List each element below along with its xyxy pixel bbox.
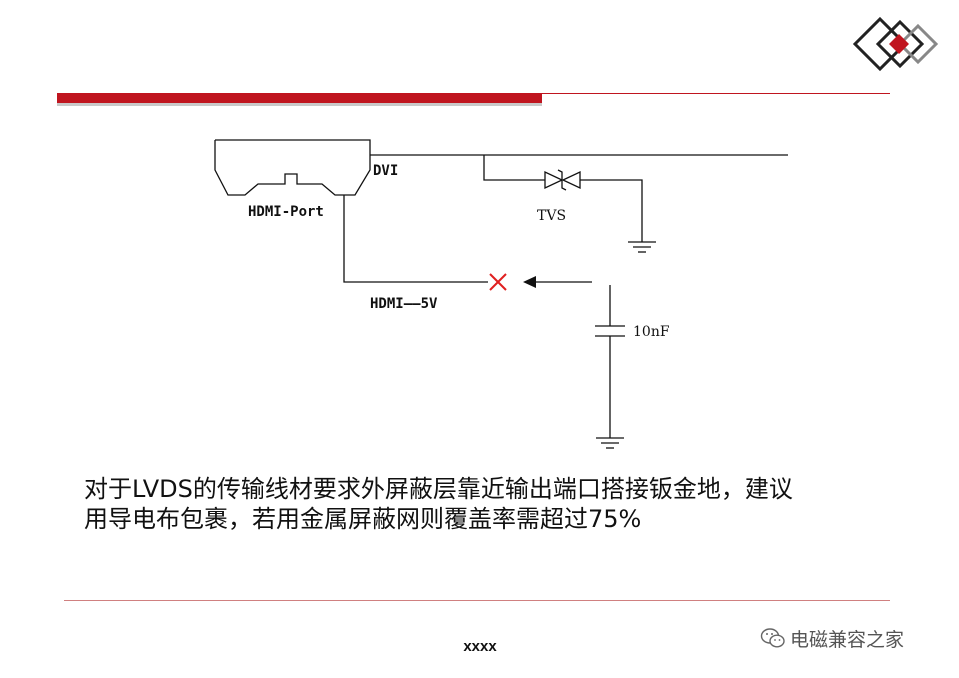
label-hdmi-5v: HDMI——5V <box>370 296 438 312</box>
wechat-icon <box>760 628 785 648</box>
watermark-text: 电磁兼容之家 <box>790 628 905 651</box>
watermark: 电磁兼容之家 <box>760 625 904 651</box>
circuit-diagram: DVI HDMI-Port TVS HDMI——5V 10nF <box>214 139 788 449</box>
hdmi-5v-wire <box>343 195 488 283</box>
caption: 对于LVDS的传输线材要求外屏蔽层靠近输出端口搭接钣金地，建议 用导电布包裹，若… <box>84 474 904 534</box>
caption-line-1: 对于LVDS的传输线材要求外屏蔽层靠近输出端口搭接钣金地，建议 <box>84 475 793 503</box>
header-accent-bar <box>57 93 542 103</box>
tvs-branch-wire <box>483 155 545 181</box>
footer-divider <box>64 600 890 601</box>
header-shadow-bar <box>57 103 542 106</box>
hdmi-connector-shape <box>214 139 371 196</box>
tvs-diode-right <box>561 170 581 190</box>
label-dvi: DVI <box>373 163 398 179</box>
caption-line-2: 用导电布包裹，若用金属屏蔽网则覆盖率需超过75% <box>84 505 642 533</box>
label-tvs: TVS <box>537 208 566 224</box>
cross-mark-b <box>489 273 507 291</box>
tvs-diode-bar <box>557 169 567 191</box>
tvs-diode-left <box>544 170 564 190</box>
arrow-head <box>523 276 536 288</box>
diamond-logo-icon <box>852 16 939 72</box>
header-divider <box>542 93 890 94</box>
tvs-to-ground-wire <box>580 179 643 242</box>
label-hdmi-port: HDMI-Port <box>248 204 324 220</box>
label-capacitor: 10nF <box>633 324 670 340</box>
footer-text: xxxx <box>463 638 497 655</box>
